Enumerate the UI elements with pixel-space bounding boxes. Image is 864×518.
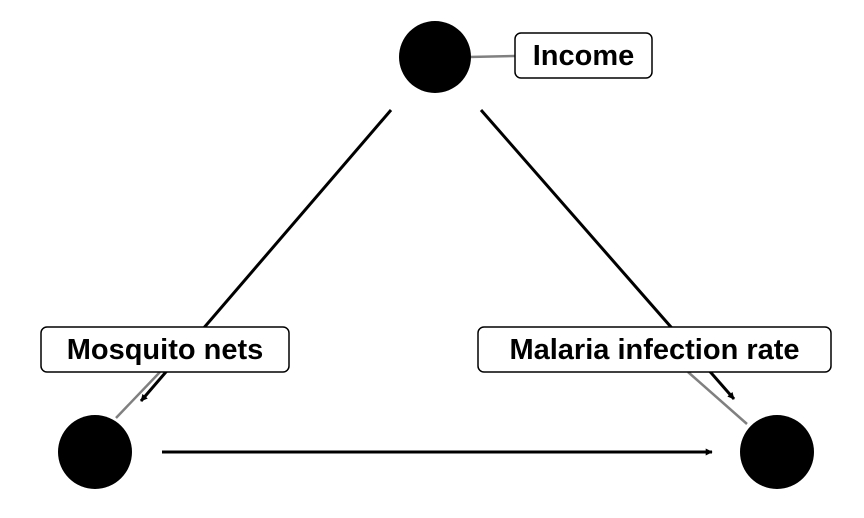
node-nets: [58, 415, 132, 489]
label-nets: Mosquito nets: [40, 326, 290, 373]
leader-line-malaria: [687, 371, 748, 425]
label-malaria: Malaria infection rate: [477, 326, 832, 373]
label-nets-box: [40, 326, 290, 373]
label-nets-text: Mosquito nets: [67, 334, 264, 366]
leader-line-income: [468, 54, 516, 59]
leader-line-nets: [115, 371, 161, 419]
node-malaria: [740, 415, 814, 489]
node-income: [399, 21, 471, 93]
label-malaria-box: [477, 326, 832, 373]
label-income-text: Income: [533, 40, 635, 72]
label-malaria-text: Malaria infection rate: [509, 334, 799, 366]
label-income-box: [514, 32, 653, 79]
label-income: Income: [514, 32, 653, 79]
